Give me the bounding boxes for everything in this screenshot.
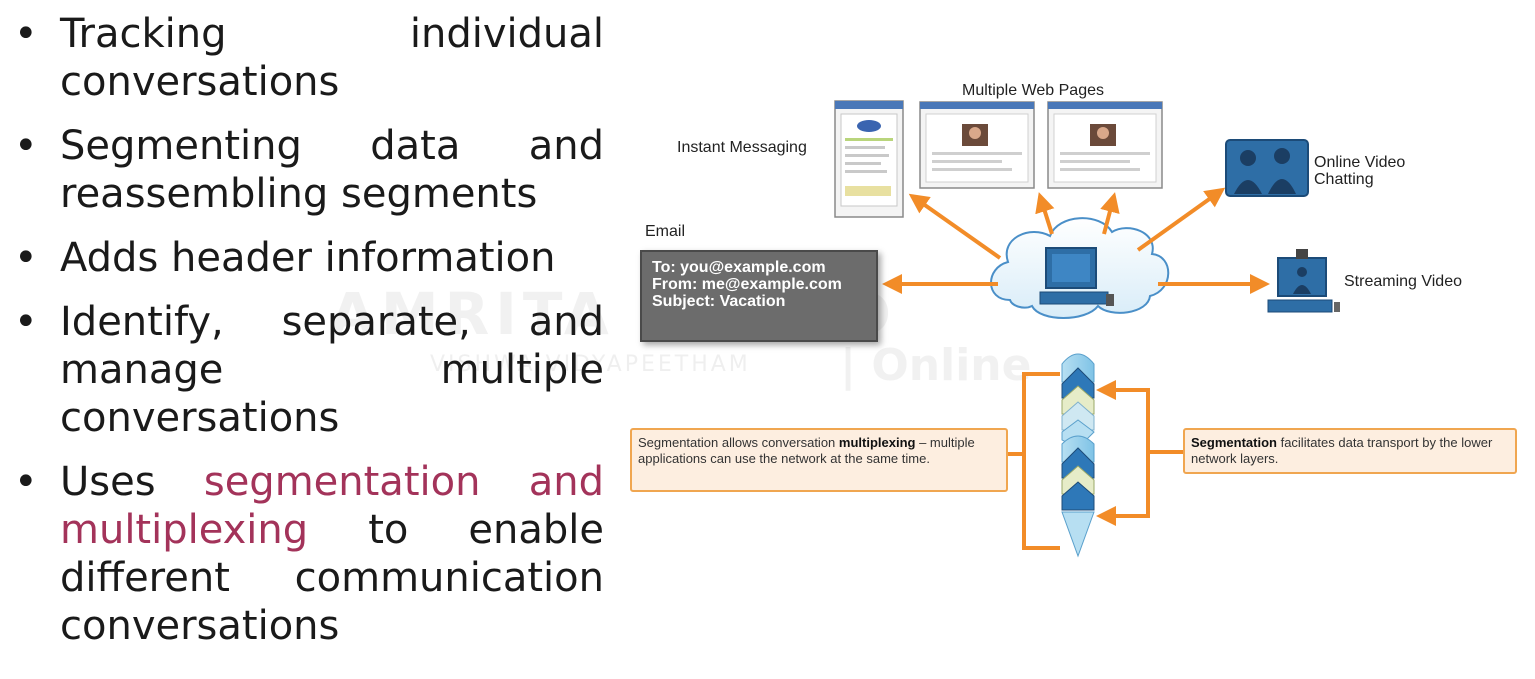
email-from-line: From: me@example.com xyxy=(652,276,842,293)
segment-stack-icon xyxy=(1061,353,1095,558)
callout-text: Segmentation allows conversation xyxy=(638,435,839,450)
video-chat-icon xyxy=(1225,139,1309,197)
bullet-item: • Identify, separate, and manage multiple… xyxy=(14,298,604,442)
bullet-item: • Adds header information xyxy=(14,234,604,282)
left-bracket xyxy=(1022,372,1060,550)
bullet-dot-icon: • xyxy=(14,235,38,281)
segment-bracket-lines xyxy=(1008,372,1183,550)
bullet-text-before: Uses xyxy=(60,459,204,505)
multiplexing-callout: Segmentation allows conversation multipl… xyxy=(630,428,1008,492)
arrow-to-web-1 xyxy=(1035,192,1055,235)
instant-messaging-label: Instant Messaging xyxy=(677,139,807,156)
bullet-highlight-text: segmentation and multiplexing xyxy=(60,459,604,553)
web-page-window-icon xyxy=(1047,101,1163,189)
bullet-text: Tracking individual conversations xyxy=(60,11,604,105)
bullet-text: Segmenting data and reassembling segment… xyxy=(60,123,604,217)
callout-text: – multiple applications can use the netw… xyxy=(638,435,975,466)
bullet-text: Adds header information xyxy=(60,235,556,281)
right-bracket xyxy=(1096,380,1150,452)
central-computer-icon xyxy=(1039,247,1114,306)
bullet-item: • Uses segmentation and multiplexing to e… xyxy=(14,458,604,650)
bullet-list: • Tracking individual conversations • Segm… xyxy=(14,10,604,666)
arrow-to-web-2 xyxy=(1100,192,1120,235)
web-page-window-icon xyxy=(919,101,1035,189)
connection-arrows xyxy=(882,187,1270,294)
bullet-dot-icon: • xyxy=(14,11,38,57)
streaming-video-label: Streaming Video xyxy=(1344,273,1462,290)
bullet-text: Identify, separate, and manage multiple … xyxy=(60,299,604,441)
bullet-item: • Tracking individual conversations xyxy=(14,10,604,106)
email-subject-line: Subject: Vacation xyxy=(652,293,786,310)
email-label: Email xyxy=(645,223,686,240)
segmentation-callout: Segmentation facilitates data transport … xyxy=(1183,428,1517,474)
arrow-to-video-chat xyxy=(1136,187,1226,252)
callout-bold-text: Segmentation xyxy=(1191,435,1277,450)
right-bracket-lower xyxy=(1096,452,1150,526)
callout-text: facilitates data transport by the lower … xyxy=(1191,435,1493,466)
email-message-card: To: you@example.com From: me@example.com… xyxy=(640,250,878,342)
multiple-web-pages-label: Multiple Web Pages xyxy=(962,82,1104,99)
bullet-item: • Segmenting data and reassembling segmen… xyxy=(14,122,604,218)
streaming-video-computer-icon xyxy=(1267,249,1340,313)
email-to-line: To: you@example.com xyxy=(652,259,826,276)
watermark-subtext: VISHWA VIDYAPEETHAM xyxy=(430,352,751,377)
bullet-dot-icon: • xyxy=(14,459,38,505)
arrow-to-im xyxy=(908,193,1002,260)
bullet-dot-icon: • xyxy=(14,123,38,169)
bullet-dot-icon: • xyxy=(14,299,38,345)
watermark-online: | Online xyxy=(840,340,1032,391)
callout-bold-text: multiplexing xyxy=(838,435,916,450)
online-video-chatting-label: Online Video Chatting xyxy=(1314,154,1406,188)
bullet-text-after: to enable different communication conver… xyxy=(60,507,604,649)
instant-messaging-window-icon xyxy=(834,100,904,218)
